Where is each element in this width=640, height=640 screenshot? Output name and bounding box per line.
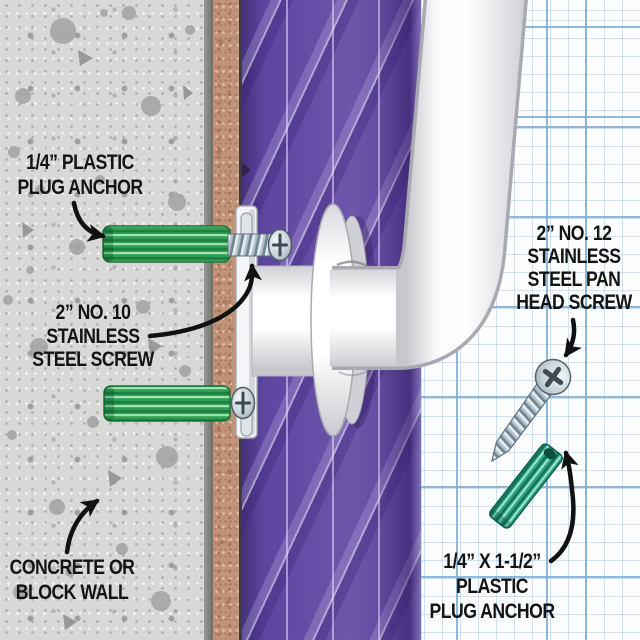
label-line: PLUG ANCHOR bbox=[429, 600, 555, 623]
phillips-slot-icon bbox=[235, 391, 251, 415]
label-line: BLOCK WALL bbox=[15, 581, 129, 604]
label-line: CONCRETE OR bbox=[9, 556, 135, 579]
concrete-wall-edge bbox=[204, 0, 213, 640]
pan-head-screw-illustration bbox=[490, 358, 572, 463]
label-line: 2” NO. 12 bbox=[536, 222, 612, 245]
label-left-plug-anchor: 1/4” PLASTIC PLUG ANCHOR bbox=[17, 150, 143, 200]
lower-screw bbox=[230, 386, 256, 420]
concrete-wall bbox=[0, 0, 204, 640]
concrete-aggregate bbox=[3, 6, 195, 630]
label-line: HEAD SCREW bbox=[516, 291, 632, 314]
label-line: STEEL SCREW bbox=[32, 348, 154, 371]
label-left-screw: 2” NO. 10 STAINLESS STEEL SCREW bbox=[32, 301, 154, 372]
upper-plug-anchor bbox=[102, 225, 231, 263]
label-line: PLUG ANCHOR bbox=[17, 176, 143, 199]
grab-bar-tube bbox=[330, 0, 528, 377]
label-line: STEEL PAN bbox=[527, 268, 621, 291]
arrow-left-anchor bbox=[71, 200, 106, 242]
label-right-screw: 2” NO. 12 STAINLESS STEEL PAN HEAD SCREW bbox=[516, 222, 632, 314]
arrow-left-screw bbox=[147, 263, 263, 339]
label-line: PLASTIC bbox=[456, 575, 528, 598]
phillips-slot-icon bbox=[272, 233, 288, 257]
label-line: 1/4” PLASTIC bbox=[26, 151, 134, 174]
arrow-wall bbox=[64, 498, 100, 555]
grout-notch bbox=[242, 163, 251, 177]
upper-screw bbox=[227, 228, 293, 262]
label-right-plug-anchor: 1/4” X 1-1/2” PLASTIC PLUG ANCHOR bbox=[429, 549, 555, 624]
label-line: STAINLESS bbox=[46, 324, 140, 348]
arrow-right-anchor bbox=[548, 450, 579, 564]
arrow-right-screw bbox=[563, 317, 582, 358]
label-line: 2” NO. 10 bbox=[55, 301, 131, 324]
label-line: STAINLESS bbox=[527, 245, 621, 268]
lower-plug-anchor bbox=[103, 385, 231, 422]
mortar-speckle bbox=[216, 39, 235, 605]
label-wall: CONCRETE OR BLOCK WALL bbox=[10, 555, 135, 605]
plug-anchor-illustration bbox=[489, 443, 563, 529]
phillips-cross-icon bbox=[542, 366, 564, 388]
label-line: 1/4” X 1-1/2” bbox=[443, 550, 541, 573]
